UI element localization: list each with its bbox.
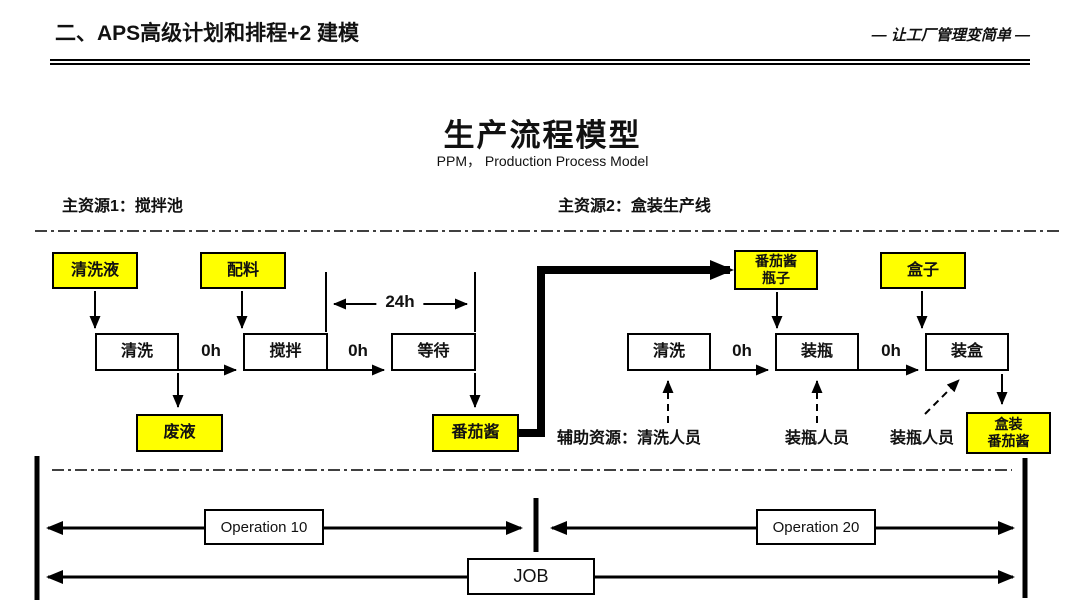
op-bottle: 装瓶 <box>775 333 859 371</box>
material-label-line1: 番茄酱 <box>755 252 797 269</box>
material-label: 废液 <box>163 424 196 442</box>
op-mix: 搅拌 <box>243 333 328 371</box>
op-wash-left: 清洗 <box>95 333 179 371</box>
material-boxed-ketchup: 盒装 番茄酱 <box>966 412 1051 454</box>
diagram-title: 生产流程模型 <box>443 118 642 153</box>
material-label: 清洗液 <box>70 261 119 279</box>
wait-duration-label: 24h <box>376 292 424 312</box>
op-label: 装盒 <box>950 343 983 361</box>
diagram-subtitle: PPM， Production Process Model <box>436 153 649 169</box>
thick-arrow-ketchup-to-bottle-line <box>518 260 734 437</box>
material-label: 番茄酱 <box>451 424 500 442</box>
dashed-arrow-bottling-staff-2 <box>924 379 960 415</box>
job-box: JOB <box>467 558 595 595</box>
main-resource-1-label: 主资源1：搅拌池 <box>62 198 183 215</box>
material-label-line1: 盒装 <box>994 415 1023 432</box>
material-cleaning-liquid: 清洗液 <box>52 252 138 289</box>
op-wait: 等待 <box>391 333 476 371</box>
op-label: 等待 <box>417 343 450 361</box>
duration-mix-to-wait: 0h <box>348 341 368 360</box>
material-label-line2: 瓶子 <box>762 270 790 286</box>
material-label: 配料 <box>226 261 259 279</box>
duration-wash-to-mix: 0h <box>201 341 221 360</box>
op-label: 清洗 <box>652 343 685 361</box>
material-ketchup: 番茄酱 <box>432 414 519 452</box>
material-box: 盒子 <box>880 252 966 289</box>
page-title: 二、APS高级计划和排程+2 建模 <box>55 22 359 45</box>
operation20-box: Operation 20 <box>756 509 876 545</box>
header-slogan: — 让工厂管理变简单 — <box>871 27 1030 44</box>
material-label: 盒子 <box>906 261 939 279</box>
operation20-label: Operation 20 <box>772 518 860 536</box>
duration-bottle-to-pack: 0h <box>881 341 901 360</box>
op-label: 清洗 <box>120 343 153 361</box>
operation10-label: Operation 10 <box>220 518 308 536</box>
bottling-staff-label-2: 装瓶人员 <box>890 430 955 447</box>
material-ketchup-bottle: 番茄酱 瓶子 <box>734 250 818 290</box>
op-pack: 装盒 <box>925 333 1009 371</box>
bottling-staff-label-1: 装瓶人员 <box>785 430 850 447</box>
aux-resource-label: 辅助资源：清洗人员 <box>557 430 702 447</box>
operation10-box: Operation 10 <box>204 509 324 545</box>
op-wash-right: 清洗 <box>627 333 711 371</box>
job-label: JOB <box>513 566 549 586</box>
header-divider <box>50 59 1030 65</box>
op-label: 搅拌 <box>269 343 302 361</box>
op-label: 装瓶 <box>800 343 833 361</box>
material-label-line2: 番茄酱 <box>987 433 1030 449</box>
main-resource-2-label: 主资源2：盒装生产线 <box>558 198 711 215</box>
duration-wash-to-bottle: 0h <box>732 341 752 360</box>
material-ingredients: 配料 <box>200 252 286 289</box>
material-waste-liquid: 废液 <box>136 414 223 452</box>
